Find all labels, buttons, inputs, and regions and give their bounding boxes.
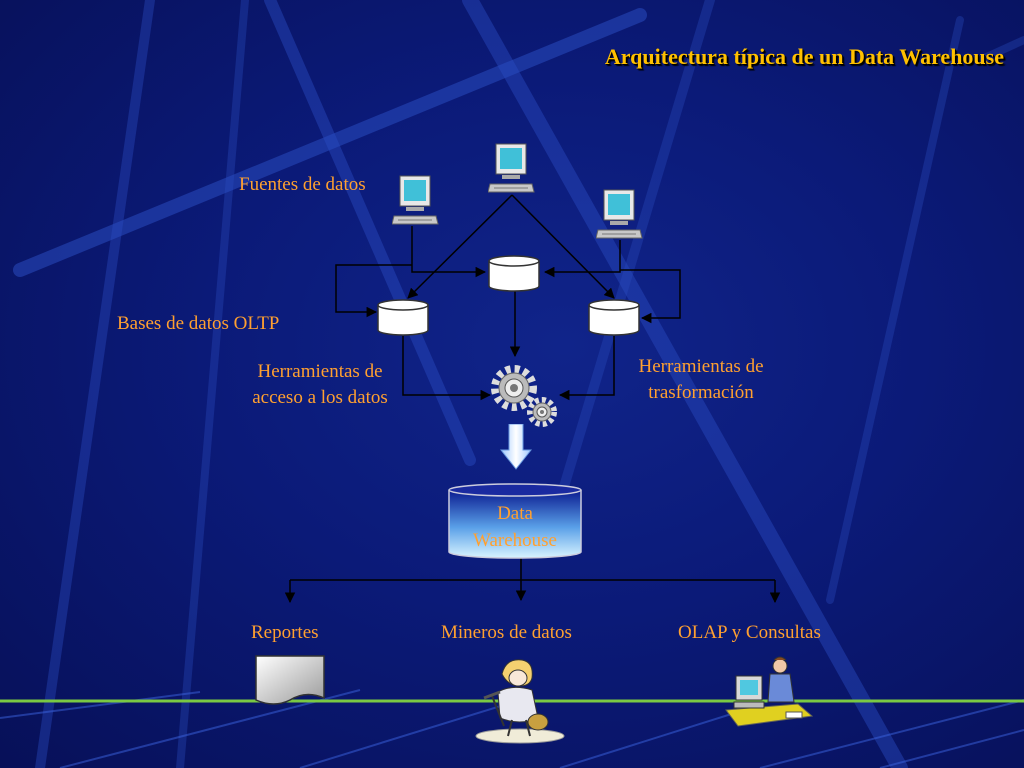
label-mineros-de-datos: Mineros de datos: [441, 622, 572, 643]
gears-icon: [491, 365, 557, 427]
data-warehouse-label-line2: Warehouse: [473, 530, 557, 551]
label-acceso-line1: Herramientas de: [257, 361, 383, 382]
label-olap-y-consultas: OLAP y Consultas: [678, 622, 821, 643]
label-trans-line2: trasformación: [648, 382, 754, 403]
computer-icon: [596, 189, 643, 239]
data-miner-clipart-icon: [475, 659, 565, 744]
label-herramientas-transformacion: Herramientas de trasformación: [611, 354, 791, 406]
data-warehouse-label: Data Warehouse: [448, 500, 582, 554]
label-herramientas-acceso: Herramientas de acceso a los datos: [228, 359, 412, 411]
computer-icon: [392, 175, 439, 225]
down-arrow-icon: [500, 424, 532, 470]
olap-user-clipart-icon: [725, 656, 814, 727]
label-fuentes-de-datos: Fuentes de datos: [239, 174, 366, 195]
data-warehouse-icon: [448, 483, 582, 559]
slide-title: Arquitectura típica de un Data Warehouse: [604, 44, 1004, 69]
database-icon: [488, 255, 540, 292]
label-acceso-line2: acceso a los datos: [252, 387, 388, 408]
label-trans-line1: Herramientas de: [638, 356, 764, 377]
database-icon: [588, 299, 640, 336]
report-document-icon: [255, 655, 325, 705]
label-reportes: Reportes: [251, 622, 319, 643]
data-warehouse-label-line1: Data: [497, 503, 533, 524]
label-bases-de-datos-oltp: Bases de datos OLTP: [117, 313, 280, 334]
database-icon: [377, 299, 429, 336]
computer-icon: [488, 143, 535, 193]
